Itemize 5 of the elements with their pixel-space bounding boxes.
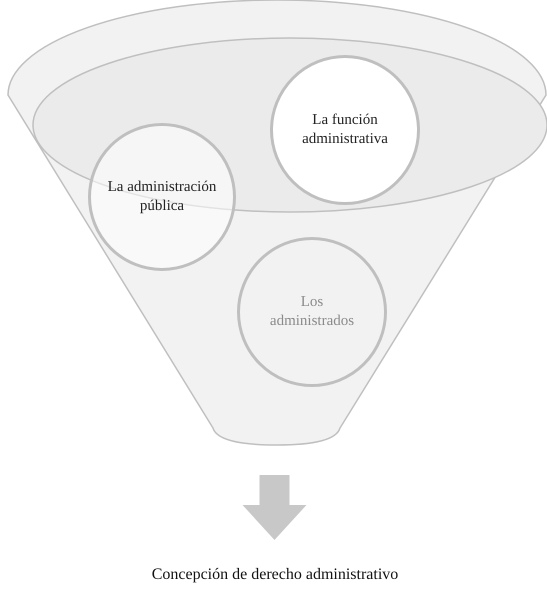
circle-label: La administración pública [107, 178, 217, 216]
down-arrow [242, 475, 306, 540]
circle-label: Los administrados [268, 292, 356, 331]
conclusion-text: Concepción de derecho administrativo [152, 566, 398, 583]
circle-label: La función administrativa [301, 110, 389, 149]
